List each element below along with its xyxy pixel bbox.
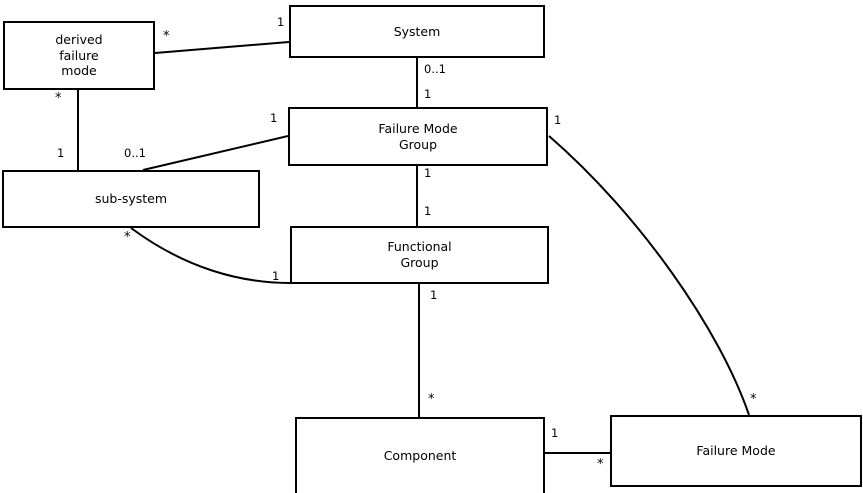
multiplicity-system-to-fmg-source: 0..1 bbox=[424, 62, 446, 76]
class-name-derived-failure-mode: derived failure mode bbox=[55, 32, 103, 79]
multiplicity-fmg-to-fg-target: 1 bbox=[424, 204, 432, 218]
association-failure-mode-group-to-failure-mode bbox=[548, 135, 750, 416]
multiplicity-derived-to-system-source: * bbox=[163, 29, 170, 44]
multiplicity-sub-to-fmg-target: 1 bbox=[270, 111, 278, 125]
class-box-functional-group[interactable]: Functional Group bbox=[290, 226, 549, 284]
class-name-component: Component bbox=[383, 448, 457, 464]
multiplicity-fg-to-component-source: 1 bbox=[430, 288, 438, 302]
class-box-system[interactable]: System bbox=[289, 5, 545, 58]
multiplicity-sub-to-fg-target: 1 bbox=[272, 269, 280, 283]
class-box-failure-mode-group[interactable]: Failure Mode Group bbox=[288, 107, 548, 166]
class-name-sub-system: sub-system bbox=[94, 191, 168, 207]
class-box-sub-system[interactable]: sub-system bbox=[2, 170, 260, 228]
association-sub-system-to-failure-mode-group bbox=[142, 135, 289, 171]
class-name-functional-group: Functional Group bbox=[387, 239, 452, 270]
association-derived-failure-mode-to-system bbox=[154, 41, 290, 54]
multiplicity-fmg-to-fm-source: 1 bbox=[554, 113, 562, 127]
class-name-failure-mode-group: Failure Mode Group bbox=[378, 120, 458, 152]
class-box-component[interactable]: Component bbox=[295, 417, 545, 493]
multiplicity-fmg-to-fm-target: * bbox=[750, 392, 757, 407]
multiplicity-derived-to-system-target: 1 bbox=[277, 15, 285, 29]
multiplicity-derived-to-sub-target: 1 bbox=[57, 146, 65, 160]
multiplicity-sub-to-fmg-source: 0..1 bbox=[124, 146, 146, 160]
class-box-derived-failure-mode[interactable]: derived failure mode bbox=[3, 21, 155, 90]
multiplicity-sub-to-fg-source: * bbox=[124, 230, 131, 245]
multiplicity-fmg-to-fg-source: 1 bbox=[424, 166, 432, 180]
multiplicity-system-to-fmg-target: 1 bbox=[424, 87, 432, 101]
multiplicity-fg-to-component-target: * bbox=[428, 392, 435, 407]
multiplicity-component-to-fm-target: * bbox=[597, 457, 604, 472]
multiplicity-component-to-fm-source: 1 bbox=[551, 426, 559, 440]
class-name-system: System bbox=[393, 23, 441, 39]
multiplicity-derived-to-sub-source: * bbox=[55, 91, 62, 106]
class-box-failure-mode[interactable]: Failure Mode bbox=[610, 415, 862, 487]
class-name-failure-mode: Failure Mode bbox=[696, 443, 776, 459]
association-sub-system-to-functional-group bbox=[130, 227, 291, 284]
